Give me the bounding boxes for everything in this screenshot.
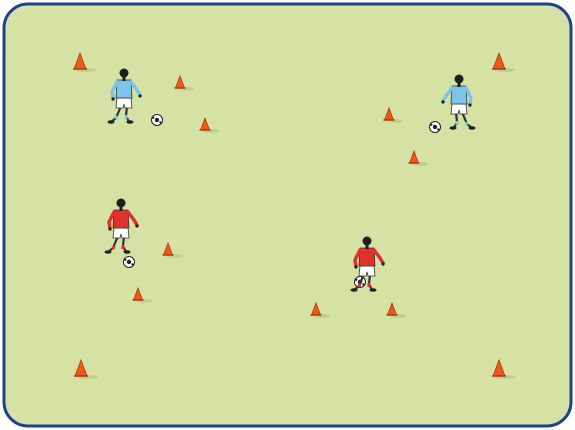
pitch (4, 4, 571, 426)
ball-2 (430, 122, 441, 133)
ball-1 (152, 115, 163, 126)
ball-3 (124, 257, 135, 268)
